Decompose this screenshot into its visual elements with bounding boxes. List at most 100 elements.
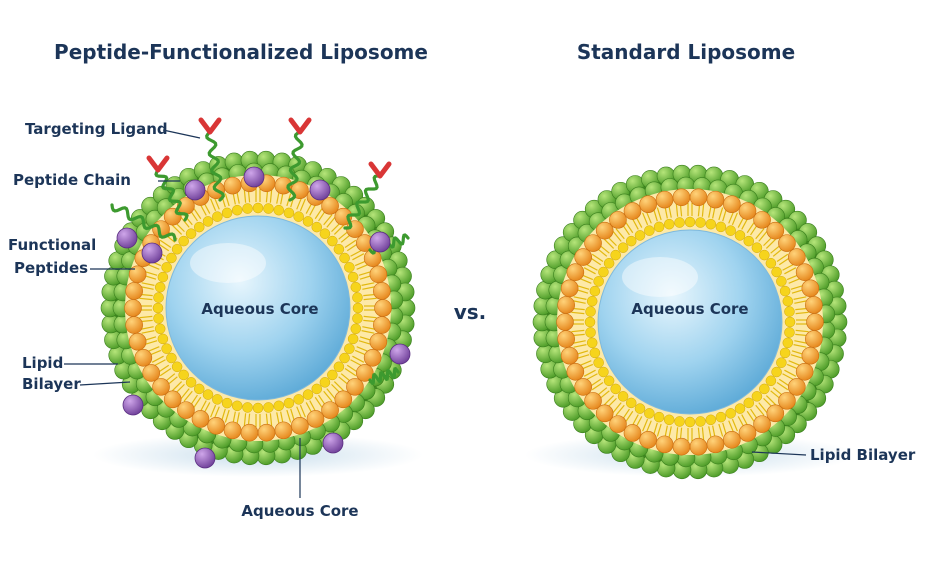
- lipid-tail: [731, 212, 738, 226]
- lipid-tail: [269, 413, 273, 427]
- inner-head-group: [252, 202, 264, 214]
- inner-head-group: [598, 366, 609, 378]
- outer-head-group: [805, 330, 823, 348]
- inner-head-group: [231, 204, 243, 216]
- outer-head-group: [574, 378, 592, 396]
- lipid-tail: [299, 198, 306, 212]
- lipid-tail: [363, 297, 377, 301]
- inner-head-group: [161, 343, 172, 354]
- inner-head-group: [705, 414, 717, 426]
- lipid-tail: [591, 382, 604, 391]
- lipid-tail: [642, 212, 649, 226]
- outer-head-group: [566, 263, 585, 281]
- inner-head-group: [352, 313, 363, 324]
- lipid-tail: [790, 284, 804, 290]
- inner-head-group: [759, 383, 770, 395]
- inner-head-group: [185, 228, 197, 239]
- inner-head-group: [634, 403, 646, 414]
- inner-head-group: [157, 333, 169, 345]
- inner-head-group: [644, 225, 655, 236]
- lipid-tail: [180, 216, 190, 228]
- lipid-tail: [631, 414, 639, 427]
- lipid-tail: [795, 311, 809, 315]
- inner-head-group: [293, 211, 304, 222]
- outer-head-group: [257, 423, 276, 442]
- outer-head-group: [223, 176, 242, 195]
- targeting-ligand: [146, 155, 170, 173]
- outer-head-group: [369, 332, 388, 351]
- lipid-tail: [356, 346, 369, 353]
- label-aqueous-core-left: Aqueous Core: [201, 300, 319, 318]
- inner-head-group: [166, 352, 177, 364]
- lipid-tail: [782, 263, 795, 271]
- inner-head-group: [283, 397, 295, 409]
- outer-head-group: [125, 282, 143, 300]
- outer-head-group: [795, 263, 814, 281]
- lipid-tail: [269, 189, 273, 203]
- leader-lipid-bilayer-right: [751, 451, 807, 456]
- outer-head-group: [334, 390, 353, 409]
- lipid-tail: [193, 396, 202, 409]
- lipid-tail: [361, 282, 375, 286]
- inner-head-group: [784, 316, 796, 328]
- inner-head-group: [593, 357, 604, 368]
- lipid-tail: [793, 296, 807, 300]
- inner-head-group: [634, 230, 646, 241]
- inner-head-group: [311, 221, 323, 233]
- inner-head-group: [779, 285, 791, 297]
- inner-head-group: [273, 400, 285, 412]
- lipid-tail: [352, 253, 365, 261]
- label-lipid-bilayer-right: Lipid Bilayer: [810, 446, 916, 464]
- inner-head-group: [350, 323, 362, 335]
- outer-head-group: [152, 378, 170, 396]
- peptide-chain: [343, 174, 382, 230]
- inner-head-group: [157, 271, 169, 283]
- lipid-tail: [612, 230, 622, 242]
- inner-head-group: [193, 383, 205, 395]
- outer-head-group: [805, 296, 823, 314]
- vs-label: vs.: [453, 300, 487, 324]
- outer-head-group: [374, 299, 392, 317]
- inner-head-group: [161, 262, 172, 273]
- lipid-tail: [243, 413, 247, 427]
- inner-head-group: [221, 397, 233, 409]
- lipid-tail: [741, 414, 749, 427]
- outer-head-group: [574, 248, 592, 266]
- lipid-tail: [144, 270, 158, 276]
- outer-head-group: [560, 279, 579, 298]
- inner-head-group: [743, 235, 755, 247]
- lipid-tail: [788, 360, 801, 367]
- inner-head-group: [625, 235, 637, 247]
- inner-head-group: [319, 228, 331, 239]
- outer-head-group: [356, 364, 374, 382]
- outer-head-group: [163, 390, 182, 409]
- outer-head-group: [584, 234, 602, 252]
- lipid-tail: [573, 296, 587, 300]
- inner-head-group: [152, 302, 164, 314]
- outer-head-group: [207, 416, 225, 435]
- outer-head-group: [556, 313, 574, 331]
- inner-head-group: [153, 292, 164, 303]
- lipid-tail: [782, 373, 795, 381]
- inner-head-group: [734, 403, 746, 414]
- outer-head-group: [689, 188, 708, 207]
- core-highlight: [622, 257, 698, 297]
- lipid-tail: [625, 410, 634, 423]
- lipid-tail: [583, 369, 596, 377]
- outer-head-group: [191, 410, 210, 428]
- inner-head-group: [185, 377, 197, 388]
- lipid-tail: [585, 263, 598, 271]
- inner-head-group: [603, 257, 615, 269]
- inner-head-group: [784, 327, 795, 338]
- lipid-tail: [794, 300, 808, 304]
- lipid-tail: [180, 388, 190, 400]
- lipid-tail: [656, 423, 662, 437]
- lipid-tail: [675, 203, 679, 217]
- inner-head-group: [221, 207, 233, 219]
- inner-head-group: [311, 383, 323, 395]
- label-lipid-line1: Lipid: [22, 354, 64, 372]
- outer-head-group: [373, 316, 391, 334]
- inner-head-group: [734, 230, 746, 241]
- inner-head-group: [779, 347, 791, 359]
